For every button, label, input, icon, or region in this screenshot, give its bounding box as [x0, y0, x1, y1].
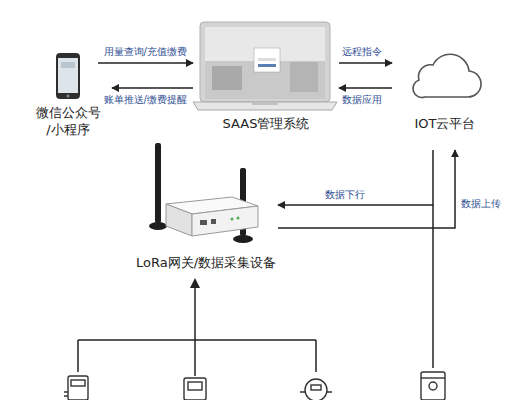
saas-node: SAAS管理系统	[196, 20, 336, 112]
edge-label: 账单推送/缴费提醒	[104, 94, 187, 106]
phone-icon	[56, 53, 80, 99]
app-node: 微信公众号 /小程序	[52, 50, 84, 104]
node-label: SAAS管理系统	[186, 115, 346, 132]
edge-label: 数据下行	[325, 189, 365, 201]
gateway-node: LoRa网关/数据采集设备	[148, 142, 264, 248]
gateway-icon	[149, 143, 258, 243]
electric-meter-icon	[64, 376, 88, 400]
node-label: IOT云平台	[395, 115, 495, 132]
edge-label: 数据上传	[461, 198, 501, 210]
node-label: 微信公众号 /小程序	[32, 104, 104, 138]
lock-device-icon	[421, 372, 445, 400]
node-label: LoRa网关/数据采集设备	[96, 254, 316, 271]
flow-arrow	[278, 150, 433, 205]
device-bus	[78, 205, 433, 376]
edge-label: 用量查询/充值缴费	[104, 46, 187, 58]
edge-label: 数据应用	[342, 94, 382, 106]
bus-arrow-head	[190, 278, 200, 288]
flow-arrow	[339, 62, 392, 64]
flow-arrow	[278, 150, 455, 228]
meter-icon	[184, 378, 206, 400]
cloud-node: IOT云平台	[410, 52, 480, 102]
cloud-icon	[413, 54, 481, 97]
flow-arrow	[112, 87, 193, 89]
water-meter-icon	[300, 379, 332, 400]
laptop-icon	[193, 22, 337, 110]
flow-arrow	[339, 87, 392, 89]
flow-arrow	[98, 62, 193, 64]
edge-label: 远程指令	[342, 46, 382, 58]
